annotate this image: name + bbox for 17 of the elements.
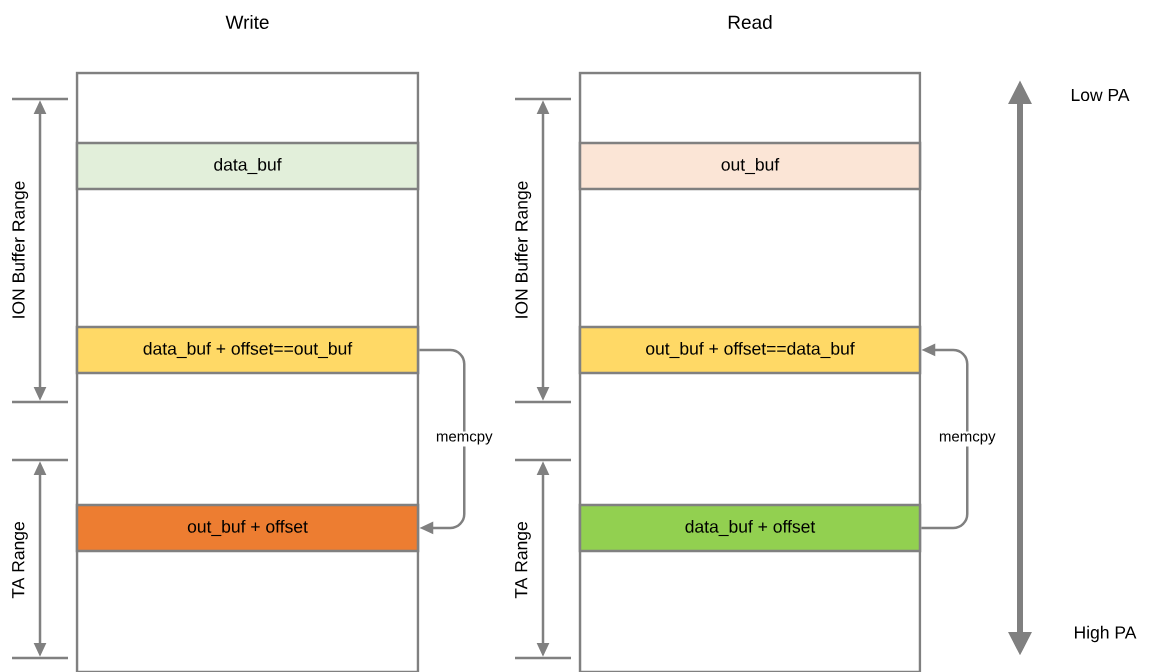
memory-region: data_buf (75, 141, 420, 191)
memory-region: out_buf (578, 141, 922, 191)
memory-region: out_buf + offset==data_buf (578, 325, 922, 375)
dimension-label: TA Range (12, 522, 28, 599)
node-label: Read (728, 15, 772, 29)
memory-region: data_buf + offset (578, 503, 922, 553)
arrow (419, 348, 466, 535)
dimension-label: ION Buffer Range (514, 181, 532, 318)
dimension-label: TA Range (515, 522, 531, 599)
edge-label: memcpy (939, 433, 996, 445)
axis-label: High PA (1075, 625, 1137, 643)
memory-region: out_buf + offset (75, 503, 420, 553)
node-label: Write (225, 15, 269, 29)
memory-region: data_buf + offset==out_buf (75, 325, 420, 375)
axis-label: Low PA (1071, 88, 1130, 102)
dimension-label: ION Buffer Range (11, 181, 29, 318)
edge-label: memcpy (436, 433, 493, 445)
